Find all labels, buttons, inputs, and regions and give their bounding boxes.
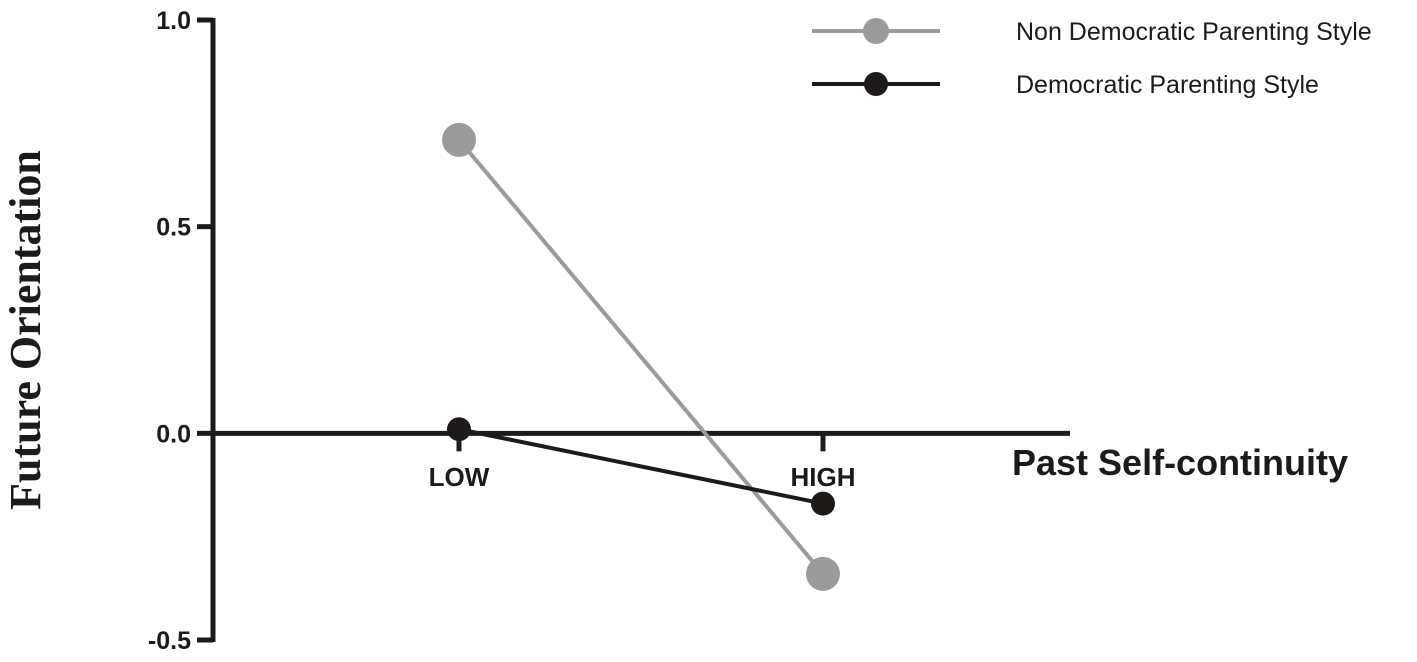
x-tick-label: HIGH (791, 462, 856, 492)
legend-label: Non Democratic Parenting Style (1016, 18, 1372, 46)
y-axis-label: Future Orientation (1, 150, 50, 510)
y-tick-label: 0.0 (156, 420, 191, 448)
legend-label: Democratic Parenting Style (1016, 71, 1319, 99)
x-axis-label: Past Self-continuity (1012, 442, 1348, 483)
data-point (447, 417, 471, 442)
legend: Non Democratic Parenting StyleDemocratic… (812, 18, 1372, 99)
data-point (806, 556, 840, 591)
data-point (442, 122, 476, 157)
series-line (458, 427, 824, 506)
series-layer (442, 122, 840, 591)
legend-marker (863, 18, 889, 44)
axes: 1.0 0.5 0.0 -0.5 LOW HIGH (148, 7, 1070, 655)
legend-marker (864, 72, 888, 96)
y-tick-label: -0.5 (148, 627, 191, 655)
y-tick-label: 0.5 (156, 214, 191, 242)
x-tick-label: LOW (429, 462, 490, 492)
y-tick-label: 1.0 (156, 7, 191, 35)
data-point (811, 491, 835, 516)
series-line (457, 138, 825, 576)
